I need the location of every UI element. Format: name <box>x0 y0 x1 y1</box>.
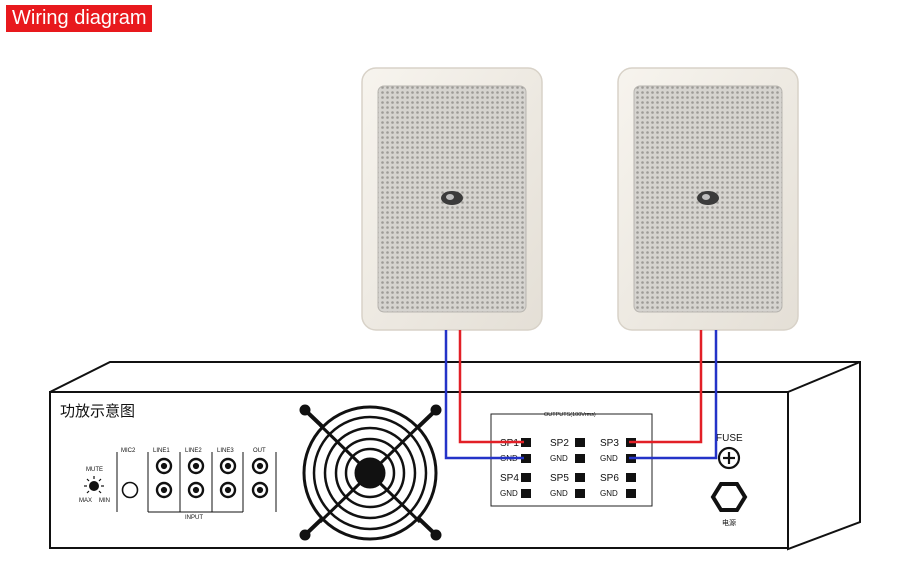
mic2-jack[interactable] <box>121 481 139 499</box>
output-sp5-terminal[interactable] <box>575 473 585 482</box>
output-sp1-terminal[interactable] <box>521 438 531 447</box>
output-gnd2-terminal[interactable] <box>575 454 585 463</box>
output-sp2-terminal[interactable] <box>575 438 585 447</box>
output-sp5-label: SP5 <box>550 473 569 484</box>
output-sp4-label: SP4 <box>500 473 519 484</box>
output-gnd4-label: GND <box>500 489 518 498</box>
power-socket-icon[interactable] <box>710 482 748 512</box>
outputs-header: OUTPUTS(100Vrms) <box>544 412 596 418</box>
output-sp4-terminal[interactable] <box>521 473 531 482</box>
output-sp1-label: SP1 <box>500 438 519 449</box>
jack-label-mic2: MIC2 <box>121 448 136 454</box>
outputs-panel <box>490 413 653 507</box>
fuse-icon[interactable] <box>717 446 741 470</box>
jack-label-line3: LINE3 <box>217 448 234 454</box>
min-label: MIN <box>99 498 110 504</box>
speaker-right <box>617 67 799 331</box>
output-gnd2-label: GND <box>550 454 568 463</box>
output-gnd3-label: GND <box>600 454 618 463</box>
fan-icon <box>299 404 442 541</box>
wire-speaker2-ground <box>629 330 718 460</box>
output-sp3-label: SP3 <box>600 438 619 449</box>
wire-speaker1-ground <box>444 330 524 460</box>
input-jacks[interactable] <box>155 457 269 499</box>
speaker-logo-icon <box>441 191 463 205</box>
input-panel <box>116 452 277 513</box>
output-gnd4-terminal[interactable] <box>521 489 531 498</box>
jack-label-out: OUT <box>253 448 266 454</box>
jack-label-line2: LINE2 <box>185 448 202 454</box>
wire-speaker1-positive <box>458 330 524 444</box>
max-label: MAX <box>79 498 92 504</box>
speaker-logo-icon <box>697 191 719 205</box>
amplifier-label: 功放示意图 <box>60 402 135 420</box>
wire-speaker2-positive <box>629 330 703 444</box>
output-sp6-terminal[interactable] <box>626 473 636 482</box>
mute-knob-icon[interactable] <box>84 476 104 494</box>
mute-label: MUTE <box>86 467 103 473</box>
output-gnd5-label: GND <box>550 489 568 498</box>
output-sp2-label: SP2 <box>550 438 569 449</box>
output-gnd5-terminal[interactable] <box>575 489 585 498</box>
jack-label-line1: LINE1 <box>153 448 170 454</box>
output-sp6-label: SP6 <box>600 473 619 484</box>
diagram-title: Wiring diagram <box>6 5 153 32</box>
output-gnd6-terminal[interactable] <box>626 489 636 498</box>
power-label: 电源 <box>722 518 736 527</box>
input-label: INPUT <box>185 515 203 521</box>
fuse-label: FUSE <box>716 433 743 444</box>
speaker-left <box>361 67 543 331</box>
output-gnd6-label: GND <box>600 489 618 498</box>
output-gnd1-terminal[interactable] <box>521 454 531 463</box>
